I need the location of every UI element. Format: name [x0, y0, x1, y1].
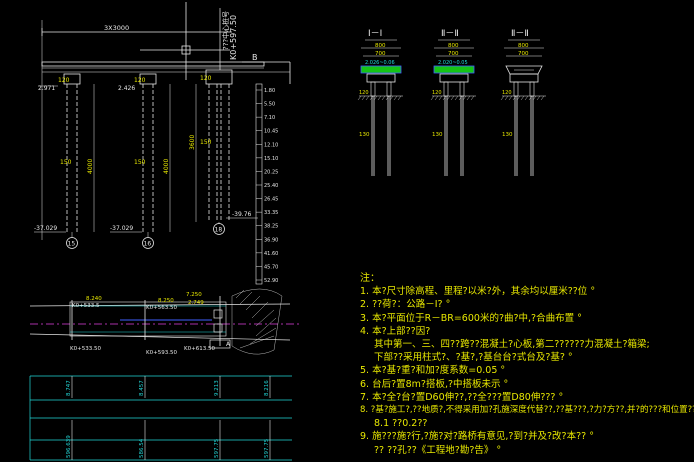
plan-label-b2: K0+563.50 [146, 305, 177, 311]
table-val-3: 8.216 [264, 380, 270, 396]
scale-label: 52.90 [264, 278, 278, 284]
cap-beam [439, 73, 469, 83]
section-width-top: 800 [375, 43, 386, 49]
axis-label-a: 15 [68, 241, 76, 248]
scale-label: 36.90 [264, 237, 278, 243]
section-dim-low: 120 [432, 90, 442, 96]
plan-label-g: K0+613.50 [184, 346, 215, 352]
scale-label: 20.25 [264, 169, 278, 175]
scale-label: 33.35 [264, 210, 278, 216]
note-4-line-3: 下部??采用柱式?、?基?,?基台台?式台及?基? ° [374, 352, 573, 364]
scale-label: 15.10 [264, 156, 278, 162]
scale-label: 25.40 [264, 183, 278, 189]
elevation-view: K0+597.50 ???中心桩号 3X3000 B 2.971 2.426 1… [34, 2, 291, 285]
section-title: Ⅰ－Ⅰ [368, 29, 382, 39]
dim-150-c: 150 [200, 139, 212, 146]
scale-label: 38.25 [264, 224, 278, 230]
dim-120-c: 120 [200, 75, 212, 82]
scale-label: 45.70 [264, 264, 278, 270]
plan-label-d: 7.250 [186, 292, 202, 298]
plan-label-e: K0+533.50 [70, 346, 101, 352]
station-label: K0+597.50 [229, 15, 238, 60]
note-4: 4. 本?上部??因? [360, 325, 431, 337]
table-val2-1: 586.54 [139, 438, 145, 458]
section-dim-pile: 130 [359, 132, 370, 138]
table-val-0: 8.747 [66, 380, 72, 396]
dim-150-b: 150 [134, 159, 146, 166]
cap-beam [366, 73, 396, 83]
plan-label-a2: K0+533.5 [72, 303, 100, 309]
axis-label-b: 16 [144, 241, 152, 248]
section-title: Ⅱ－Ⅱ [511, 29, 529, 39]
station-label-2: ???中心桩号 [221, 11, 230, 50]
section-dim-low: 120 [502, 90, 512, 96]
note-7: 7. 本?全?台?置D60伸??,??全???置D80伸??? ° [360, 391, 564, 403]
section-width-top: 800 [518, 43, 529, 49]
note-1: 1. 本?尺寸除高程、里程?以米?外，其余均以厘米??位 ° [360, 286, 596, 298]
note-8-line-2: 8.1 ??0.2?? [374, 418, 428, 430]
plan-label-a: 8.240 [86, 296, 102, 302]
bot-elev-b: -37.029 [110, 225, 133, 232]
scale-label: 1.80 [264, 88, 275, 94]
pile-len-c: 3600 [189, 135, 196, 150]
cross-sections: Ⅰ－Ⅰ 800 700 2.026~0.06 120 130 Ⅱ－Ⅱ 800 700 2.020~… [357, 29, 546, 176]
note-9-line-2: ?? ??孔??《工程地?勘?告》 ° [374, 444, 502, 456]
mark-b: B [252, 53, 258, 62]
scale-label: 41.60 [264, 251, 278, 257]
axis-label-c: 18 [215, 227, 223, 234]
elev-mid: 2.426 [118, 85, 135, 92]
plan-view: 8.240 K0+533.5 8.250 K0+563.50 2.749 7.2… [29, 288, 300, 461]
plan-label-b: 8.250 [158, 298, 174, 304]
note-4-line-2: 其中第一、三、四??跨??混凝土?心板,第二??????力混凝土?箱梁; [374, 339, 650, 351]
section-width-top: 800 [448, 43, 459, 49]
note-2: 2. ??荷?：公路－Ⅰ? ° [360, 299, 451, 311]
section-width-mid: 700 [448, 51, 459, 57]
table-val-2: 9.213 [214, 380, 220, 396]
dim-150-a: 150 [60, 159, 72, 166]
note-6: 6. 台后?置8m?搭板,?中搭板未示 ° [360, 378, 509, 390]
bot-elev-c: -39.76 [232, 211, 252, 218]
span-top-dim: 3X3000 [104, 24, 129, 32]
section-width-mid: 700 [375, 51, 386, 57]
note-8: 8. ?基?施工?,??地质?,不得采用加?孔施深度代替??,??基???,?力… [360, 405, 694, 416]
deck-slab [361, 66, 401, 73]
section-3: Ⅱ－Ⅱ 800 700 120 130 [500, 29, 546, 176]
note-5: 5. 本?基?重?和加?度系数=0.05 ° [360, 365, 506, 377]
plan-label-c: 2.749 [188, 300, 204, 306]
table-val2-3: 597.75 [264, 438, 270, 458]
notes-block: 注： 1. 本?尺寸除高程、里程?以米?外，其余均以厘米??位 ° 2. ??荷… [360, 272, 694, 457]
elev-left: 2.971 [38, 85, 55, 92]
table-val2-0: 596.639 [66, 435, 72, 458]
scale-label: 12.10 [264, 142, 278, 148]
note-9: 9. 施???施?行,?施?对?路桥有意见,?到?并及?改?本?? ° [360, 431, 594, 443]
scale-label: 26.45 [264, 197, 278, 203]
section-2: Ⅱ－Ⅱ 800 700 2.020~0.05 120 130 [430, 29, 476, 176]
deck-slab [434, 66, 474, 73]
plan-label-h: A [226, 341, 231, 348]
section-1: Ⅰ－Ⅰ 800 700 2.026~0.06 120 130 [357, 29, 403, 176]
cap-beam [509, 73, 539, 83]
section-title: Ⅱ－Ⅱ [441, 29, 459, 39]
bot-elev-a: -37.029 [34, 225, 57, 232]
note-3: 3. 本?平面位于R－BR=600米的?曲?中,?合曲布置 ° [360, 312, 582, 324]
scale-label: 7.10 [264, 115, 275, 121]
section-dim-pile: 130 [502, 132, 513, 138]
section-dim-pile: 130 [432, 132, 443, 138]
pile-len-b: 4000 [163, 159, 170, 174]
dim-120-a: 120 [58, 77, 70, 84]
scale-label: 10.45 [264, 129, 278, 135]
dim-120-b: 120 [134, 77, 146, 84]
section-bar-label: 2.020~0.05 [438, 60, 468, 66]
section-dim-low: 120 [359, 90, 369, 96]
table-val2-2: 597.75 [214, 438, 220, 458]
notes-title: 注： [360, 273, 380, 284]
section-width-mid: 700 [518, 51, 529, 57]
section-bar-label: 2.026~0.06 [365, 60, 395, 66]
pile-len-a: 4000 [87, 159, 94, 174]
plan-label-f: K0+593.50 [146, 350, 177, 356]
table-val-1: 8.457 [139, 380, 145, 396]
scale-label: 5.50 [264, 102, 275, 108]
